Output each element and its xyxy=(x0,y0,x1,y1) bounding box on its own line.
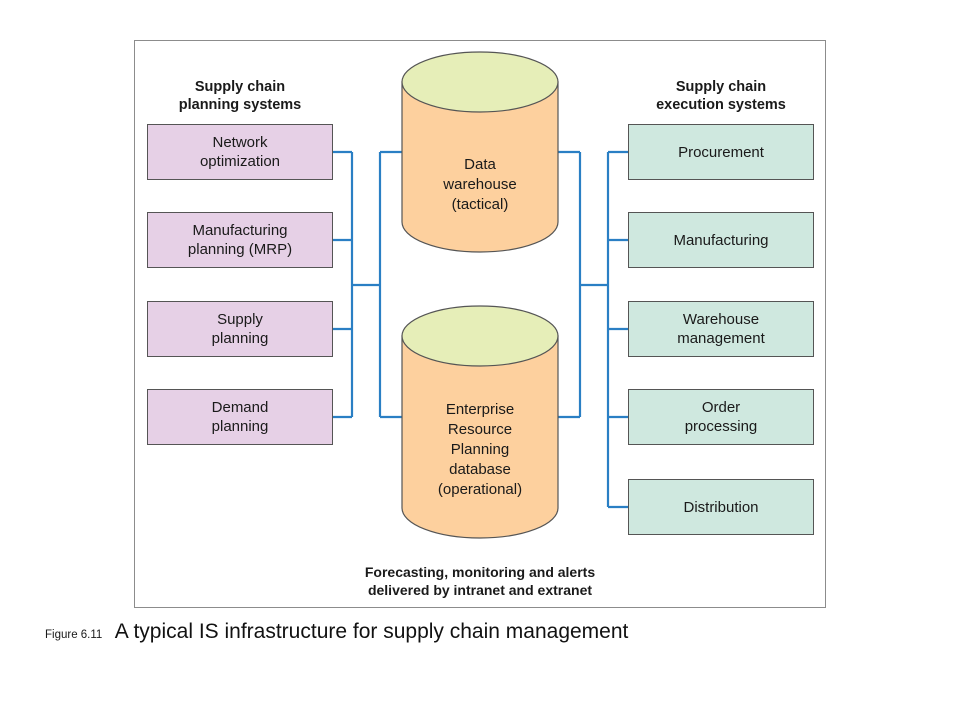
manufacturing-planning-box: Manufacturing planning (MRP) xyxy=(147,212,333,268)
data-warehouse-cylinder xyxy=(401,51,559,253)
caption-text: A typical IS infrastructure for supply c… xyxy=(114,620,629,643)
procurement-box: Procurement xyxy=(628,124,814,180)
figure-caption: Figure 6.11 A typical IS infrastructure … xyxy=(45,620,628,644)
erp-database-label: Enterprise Resource Planning database (o… xyxy=(437,401,523,498)
manufacturing-execution-box: Manufacturing xyxy=(628,212,814,268)
network-optimization-box: Network optimization xyxy=(147,124,333,180)
order-processing-box: Order processing xyxy=(628,389,814,445)
execution-systems-heading: Supply chain execution systems xyxy=(656,79,786,113)
warehouse-management-box: Warehouse management xyxy=(628,301,814,357)
erp-database-cylinder xyxy=(401,305,559,539)
demand-planning-box: Demand planning xyxy=(147,389,333,445)
planning-systems-heading: Supply chain planning systems xyxy=(178,79,302,113)
data-warehouse-label: Data warehouse (tactical) xyxy=(443,156,517,213)
bottom-note: Forecasting, monitoring and alerts deliv… xyxy=(364,564,596,598)
supply-planning-box: Supply planning xyxy=(147,301,333,357)
right-bracket-line xyxy=(558,150,628,509)
left-bracket-line xyxy=(333,150,402,419)
distribution-box: Distribution xyxy=(628,479,814,535)
caption-prefix: Figure 6.11 xyxy=(45,629,103,641)
